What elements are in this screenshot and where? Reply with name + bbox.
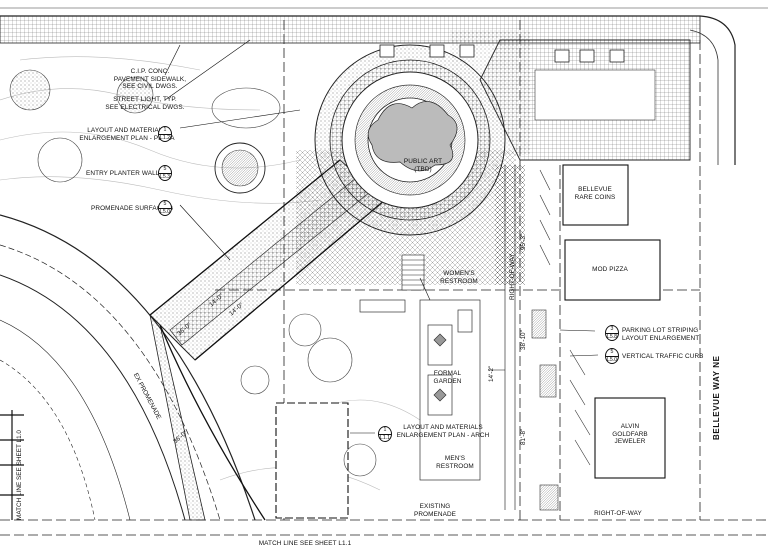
label-right-of-way-bottom: RIGHT-OF-WAY: [594, 510, 642, 517]
promenade: [149, 159, 386, 521]
label-alvin-goldfarb: ALVIN GOLDFARB JEWELER: [612, 423, 648, 445]
label-entry-planter: ENTRY PLANTER WALL: [86, 170, 160, 177]
label-match-line-bottom: MATCH LINE SEE SHEET L1.1: [258, 540, 352, 547]
label-vertical-curb: VERTICAL TRAFFIC CURB: [622, 353, 704, 360]
label-right-of-way-vertical: RIGHT-OF-WAY: [509, 253, 516, 300]
top-street-paving: [0, 7, 768, 165]
label-parking-striping: PARKING LOT STRIPING LAYOUT ENLARGEMENT: [622, 327, 700, 342]
label-bellevue-rare-coins: BELLEVUE RARE COINS: [574, 186, 616, 201]
label-formal-garden: FORMAL GARDEN: [433, 370, 462, 385]
label-promenade-surfacing: PROMENADE SURFACING: [91, 205, 174, 212]
dim-38: 38'-10": [520, 330, 527, 350]
label-bellevue-way: BELLEVUE WAY NE: [712, 355, 721, 440]
match-line-left-marker: [0, 410, 24, 520]
label-public-art: PUBLIC ART (TBD): [403, 158, 443, 173]
label-pavement: C.I.P. CONC. PAVEMENT SIDEWALK, SEE CIVI…: [113, 68, 187, 90]
dim-81: 81'-8": [520, 428, 527, 445]
curved-roadway: [0, 214, 256, 521]
dim-95: 95'-3": [520, 233, 527, 250]
circular-plaza: [314, 44, 506, 236]
property-lines: [0, 20, 768, 536]
parking-striping: [531, 169, 591, 511]
formal-garden: [359, 299, 481, 481]
upper-plaza: [379, 39, 691, 161]
buildings: [275, 164, 666, 519]
dim-14c: 14'-2": [488, 365, 495, 382]
label-street-light: STREET LIGHT, TYP. SEE ELECTRICAL DWGS.: [105, 96, 185, 111]
label-mens-restroom: MEN'S RESTROOM: [436, 455, 474, 470]
leader-lines: [164, 39, 599, 434]
plaza-stair: [401, 254, 425, 291]
label-layout-arch: LAYOUT AND MATERIALS ENLARGEMENT PLAN - …: [396, 424, 490, 439]
dimension-lines: [488, 165, 516, 510]
label-match-line-left: MATCH LINE SEE SHEET L1.0: [16, 430, 23, 520]
label-womens-restroom: WOMEN'S RESTROOM: [440, 270, 478, 285]
trees: [9, 69, 377, 477]
label-existing-promenade: EXISTING PROMENADE: [413, 503, 457, 518]
label-mod-pizza: MOD PIZZA: [592, 266, 628, 273]
